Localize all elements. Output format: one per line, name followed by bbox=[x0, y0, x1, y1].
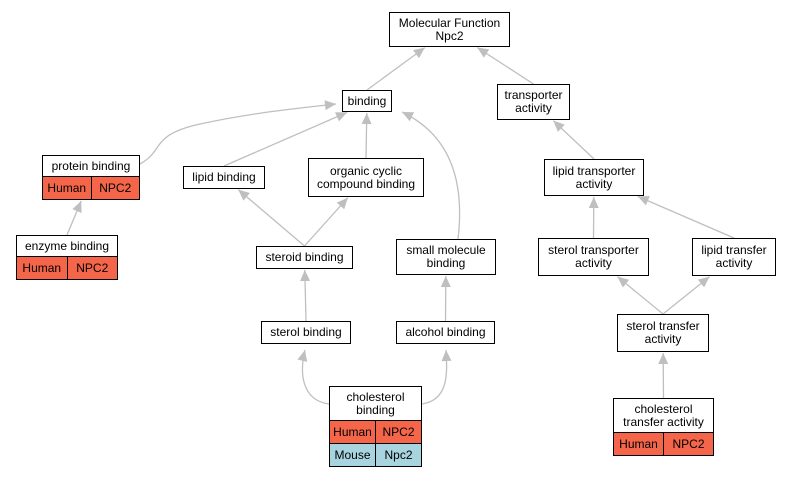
node-label: lipid binding bbox=[192, 170, 256, 184]
node-sterol-transporter-activity[interactable]: sterol transporter activity bbox=[538, 238, 649, 276]
node-label: Molecular Function Npc2 bbox=[398, 15, 501, 43]
node-label: enzyme binding bbox=[24, 238, 110, 253]
node-transporter-activity[interactable]: transporter activity bbox=[497, 84, 570, 120]
node-label: cholesterol binding bbox=[346, 389, 405, 417]
gene-cell: NPC2 bbox=[375, 421, 421, 443]
edge-lipid-transfer-activity-to-lipid-transporter-activity bbox=[637, 195, 735, 239]
species-cell: Human bbox=[22, 260, 62, 275]
arrowhead-icon bbox=[658, 352, 669, 365]
node-label: sterol binding bbox=[270, 325, 342, 339]
node-binding[interactable]: binding bbox=[342, 90, 392, 112]
arrowhead-icon bbox=[324, 100, 336, 111]
node-protein-binding[interactable]: protein binding Human NPC2 bbox=[42, 155, 140, 200]
gene-cell: Npc2 bbox=[375, 444, 421, 466]
node-small-molecule-binding[interactable]: small molecule binding bbox=[396, 239, 496, 275]
arrowhead-icon bbox=[553, 120, 565, 132]
node-cholesterol-binding[interactable]: cholesterol binding Human NPC2 Mouse Npc… bbox=[329, 386, 422, 467]
arrowhead-icon bbox=[361, 112, 372, 125]
node-sterol-transfer-activity[interactable]: sterol transfer activity bbox=[617, 314, 709, 352]
gene-cell: NPC2 bbox=[90, 177, 140, 199]
node-label: alcohol binding bbox=[405, 325, 486, 339]
node-lipid-binding[interactable]: lipid binding bbox=[183, 166, 265, 189]
node-label: lipid transporter activity bbox=[552, 163, 636, 191]
node-label: transporter activity bbox=[504, 88, 563, 115]
node-sterol-binding[interactable]: sterol binding bbox=[261, 321, 351, 344]
arrowhead-icon bbox=[238, 189, 250, 201]
node-label: cholesterol transfer activity bbox=[623, 401, 704, 429]
species-cell: Mouse bbox=[334, 447, 371, 462]
arrowhead-icon bbox=[297, 350, 308, 362]
node-enzyme-binding[interactable]: enzyme binding Human NPC2 bbox=[16, 235, 118, 280]
node-label: small molecule binding bbox=[406, 243, 486, 270]
edge-protein-binding-to-binding bbox=[139, 103, 337, 165]
gene-row: Human NPC2 bbox=[17, 256, 117, 279]
gene-cell: NPC2 bbox=[663, 433, 713, 455]
gene-row: Human NPC2 bbox=[43, 176, 139, 199]
arrowhead-icon bbox=[637, 196, 650, 206]
species-cell: Human bbox=[47, 180, 87, 195]
arrowhead-icon bbox=[402, 112, 415, 122]
arrowhead-icon bbox=[440, 275, 451, 288]
node-cholesterol-transfer-activity[interactable]: cholesterol transfer activity Human NPC2 bbox=[613, 398, 714, 456]
node-steroid-binding[interactable]: steroid binding bbox=[256, 246, 353, 269]
arrowhead-icon bbox=[477, 47, 490, 58]
edge-small-molecule-binding-to-binding bbox=[401, 111, 461, 240]
edge-steroid-binding-to-lipid-binding bbox=[237, 189, 305, 247]
arrowhead-icon bbox=[336, 197, 348, 210]
arrowhead-icon bbox=[441, 350, 452, 362]
node-label: sterol transporter activity bbox=[548, 243, 639, 270]
arrowhead-icon bbox=[617, 276, 630, 288]
arrowhead-icon bbox=[697, 276, 710, 288]
node-label: binding bbox=[347, 93, 387, 108]
species-cell: Human bbox=[333, 424, 372, 439]
node-lipid-transfer-activity[interactable]: lipid transfer activity bbox=[692, 238, 776, 276]
gene-row: Human NPC2 bbox=[614, 432, 713, 455]
node-label: sterol transfer activity bbox=[626, 319, 700, 346]
node-label: organic cyclic compound binding bbox=[316, 163, 416, 191]
node-organic-cyclic-compound-binding[interactable]: organic cyclic compound binding bbox=[308, 158, 424, 197]
edge-binding-to-molecular-function bbox=[366, 47, 426, 91]
gene-row: Human NPC2 bbox=[330, 420, 421, 443]
node-label: lipid transfer activity bbox=[701, 243, 767, 270]
node-molecular-function[interactable]: Molecular Function Npc2 bbox=[389, 12, 510, 47]
species-cell: Human bbox=[619, 436, 658, 451]
arrowhead-icon bbox=[72, 200, 82, 213]
arrowhead-icon bbox=[300, 269, 311, 282]
gene-row: Mouse Npc2 bbox=[330, 443, 421, 466]
node-label: protein binding bbox=[51, 158, 131, 173]
arrowhead-icon bbox=[335, 112, 348, 122]
node-lipid-transporter-activity[interactable]: lipid transporter activity bbox=[544, 159, 644, 196]
edge-transporter-activity-to-molecular-function bbox=[476, 46, 534, 85]
node-label: steroid binding bbox=[265, 250, 344, 264]
gene-cell: NPC2 bbox=[66, 257, 118, 279]
edge-lipid-binding-to-binding bbox=[223, 111, 348, 167]
node-alcohol-binding[interactable]: alcohol binding bbox=[396, 321, 495, 344]
arrowhead-icon bbox=[588, 196, 599, 209]
arrowhead-icon bbox=[413, 47, 425, 59]
